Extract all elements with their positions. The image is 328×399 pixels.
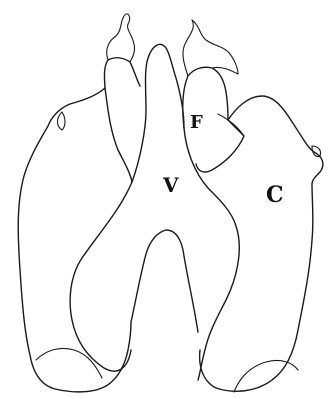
left-notch (58, 112, 66, 130)
left-lobe-outline (18, 88, 131, 392)
left-lower-curve (36, 348, 102, 378)
left-vessel-tip (107, 14, 135, 62)
left-tube (104, 58, 140, 88)
right-lower-curve (234, 360, 298, 392)
left-vessel-inner-edge (70, 88, 132, 371)
central-vessel-outline (132, 44, 239, 380)
vessel-fork (131, 230, 198, 332)
right-lobe-outline (200, 96, 323, 391)
label-f: F (190, 112, 203, 133)
label-v: V (162, 173, 179, 197)
label-c: C (266, 182, 284, 208)
